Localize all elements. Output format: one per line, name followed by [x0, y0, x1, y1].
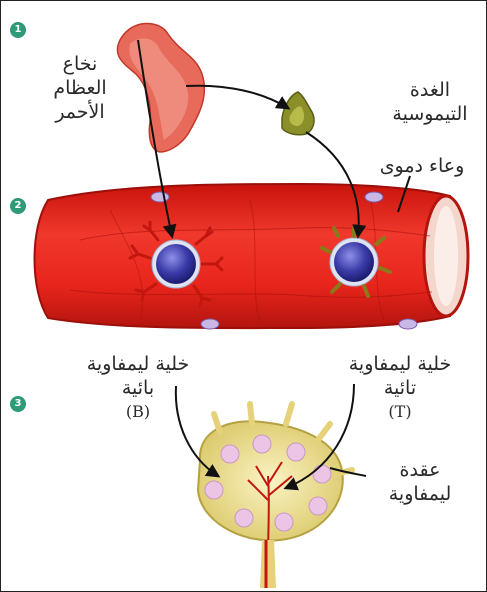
b-cell-label: خلية ليمفاوية بائية (B): [58, 352, 218, 424]
lymph-node-label: عقدة ليمفاوية: [372, 458, 468, 506]
t-cell-label: خلية ليمفاوية تائية (T): [318, 352, 482, 424]
step-1-badge: 1: [10, 22, 26, 38]
thymus-label: الغدة التيموسية: [378, 78, 482, 126]
lymph-node-shape: [198, 404, 352, 588]
bone-marrow-label: نخاع العظام الأحمر: [38, 52, 122, 124]
step-3-badge: 3: [10, 396, 26, 412]
blood-vessel-shape: [35, 184, 469, 329]
blood-vessel-label: وعاء دموى: [362, 154, 482, 178]
bone-marrow-shape: [117, 23, 204, 152]
step-2-badge: 2: [10, 198, 26, 214]
thymus-shape: [282, 92, 314, 135]
